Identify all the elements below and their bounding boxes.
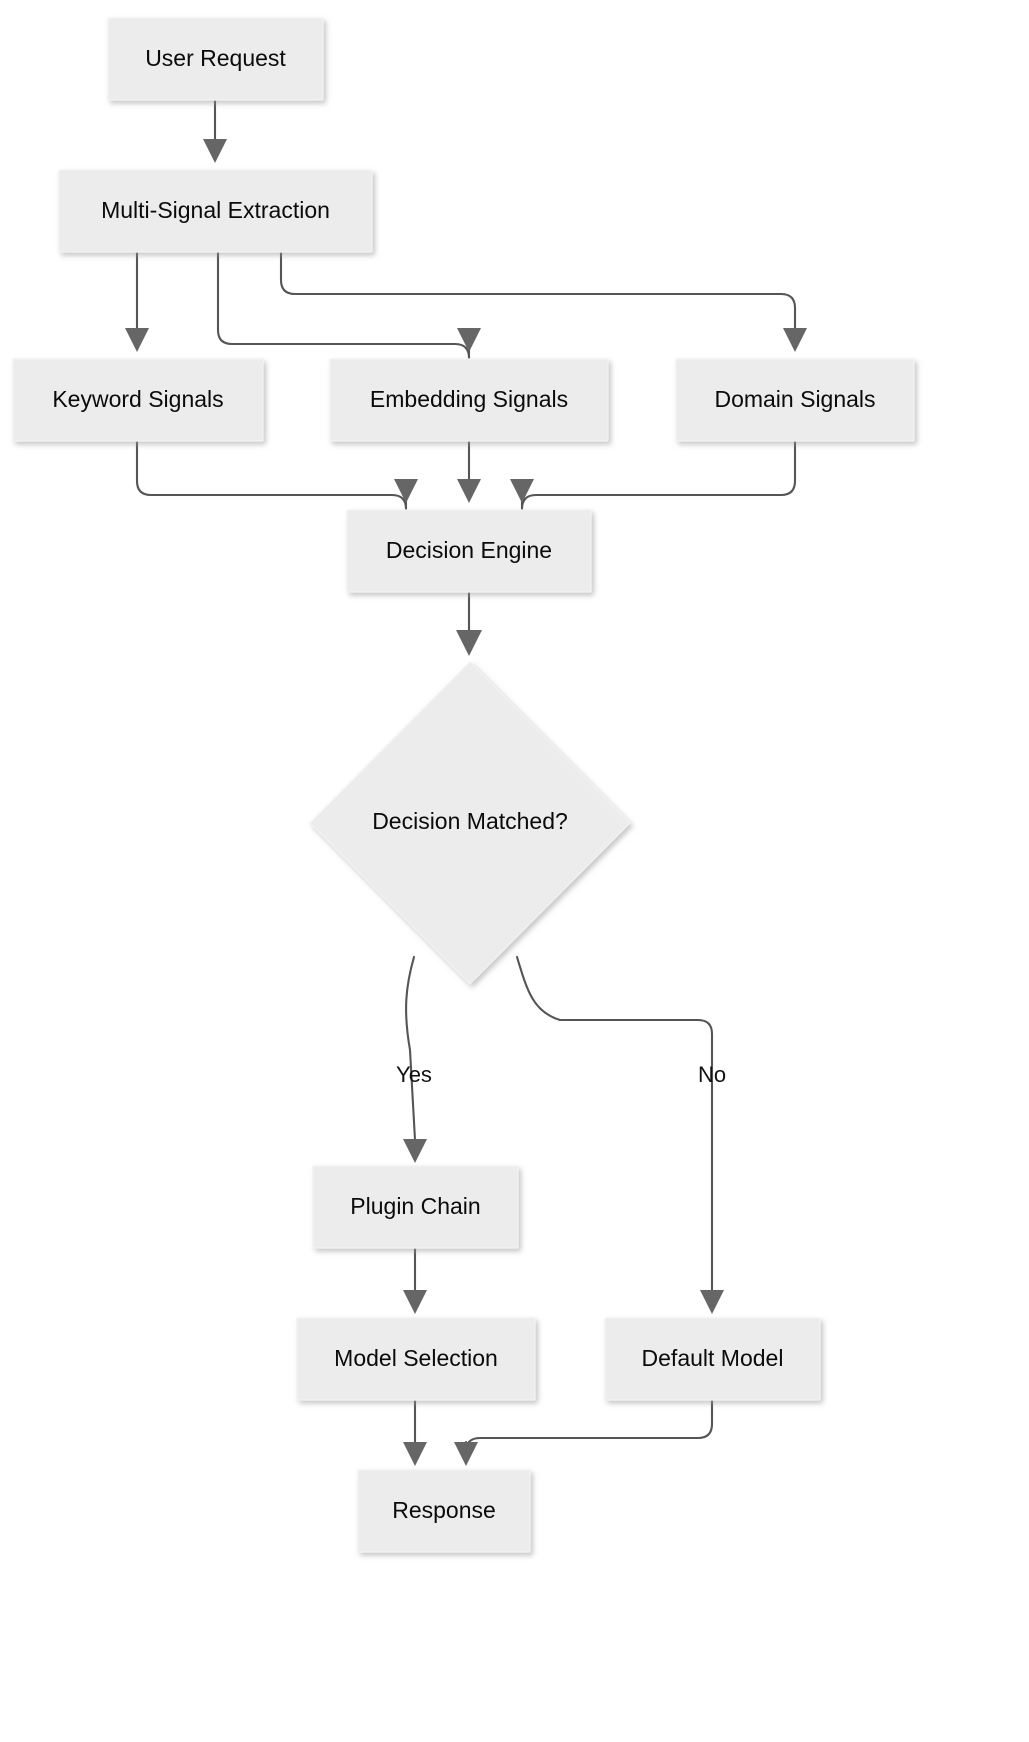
node-default-model[interactable]: Default Model xyxy=(604,1317,821,1401)
edge-decision-matched-to-default-model xyxy=(515,955,724,1314)
node-decision-engine-shape[interactable] xyxy=(346,509,592,593)
node-decision-engine[interactable]: Decision Engine xyxy=(346,509,592,593)
node-response-shape[interactable] xyxy=(357,1469,531,1553)
node-response[interactable]: Response xyxy=(357,1469,531,1553)
edge-layer xyxy=(125,98,807,1466)
edge-user-request-to-multi-signal xyxy=(203,98,227,163)
node-user-request-shape[interactable] xyxy=(107,17,324,101)
node-embedding-signals[interactable]: Embedding Signals xyxy=(329,358,609,442)
node-plugin-chain[interactable]: Plugin Chain xyxy=(312,1165,519,1249)
edge-decision-matched-to-plugin-chain xyxy=(403,955,427,1163)
edge-multi-signal-to-keyword-signals xyxy=(125,250,149,352)
edge-label-no: No xyxy=(698,1062,726,1087)
edge-embedding-signals-to-decision-engine xyxy=(457,439,481,503)
node-domain-signals-shape[interactable] xyxy=(675,358,915,442)
edge-plugin-chain-to-model-selection xyxy=(403,1246,427,1314)
edge-multi-signal-to-domain-signals xyxy=(279,250,807,352)
edge-label-yes: Yes xyxy=(396,1062,432,1087)
node-domain-signals[interactable]: Domain Signals xyxy=(675,358,915,442)
node-multi-signal-extraction[interactable]: Multi-Signal Extraction xyxy=(58,169,373,253)
node-default-model-shape[interactable] xyxy=(604,1317,821,1401)
node-user-request[interactable]: User Request xyxy=(107,17,324,101)
node-embedding-signals-shape[interactable] xyxy=(329,358,609,442)
node-keyword-signals[interactable]: Keyword Signals xyxy=(12,358,264,442)
edge-multi-signal-to-embedding-signals xyxy=(216,250,481,360)
edge-default-model-to-response xyxy=(454,1398,714,1466)
edge-model-selection-to-response xyxy=(403,1398,427,1466)
node-model-selection[interactable]: Model Selection xyxy=(296,1317,536,1401)
edge-label-layer: Yes No xyxy=(396,1062,726,1087)
node-plugin-chain-shape[interactable] xyxy=(312,1165,519,1249)
edge-domain-signals-to-decision-engine xyxy=(510,439,797,511)
node-decision-matched[interactable]: Decision Matched? xyxy=(309,661,631,985)
edge-keyword-signals-to-decision-engine xyxy=(135,439,418,511)
node-model-selection-shape[interactable] xyxy=(296,1317,536,1401)
node-multi-signal-extraction-shape[interactable] xyxy=(58,169,373,253)
node-layer: User Request Multi-Signal Extraction Key… xyxy=(12,17,915,1553)
edge-decision-engine-to-decision-matched xyxy=(456,590,482,656)
node-decision-matched-shape[interactable] xyxy=(309,661,631,985)
node-keyword-signals-shape[interactable] xyxy=(12,358,264,442)
